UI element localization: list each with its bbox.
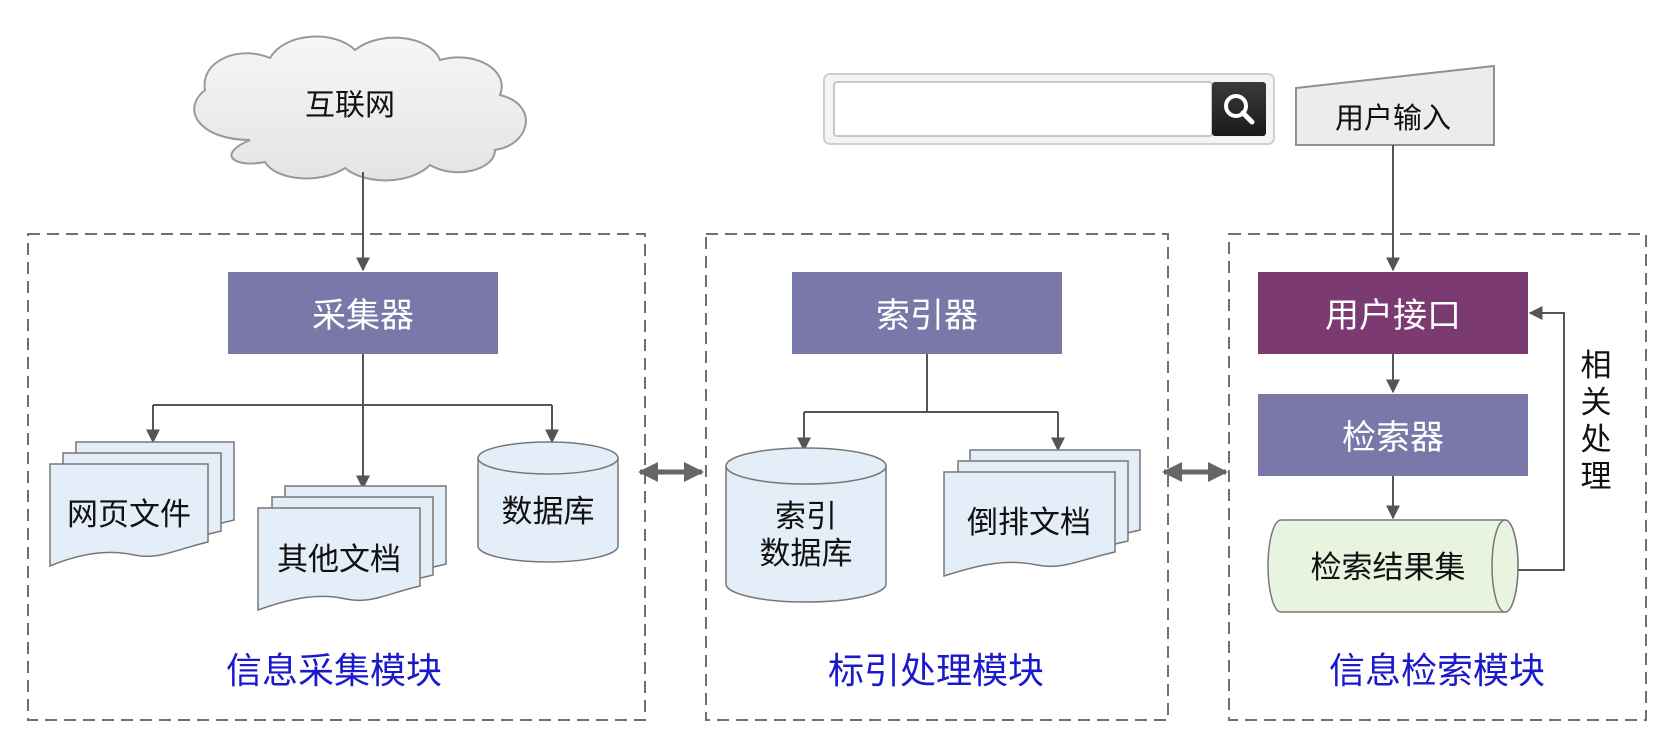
feedback-label-char: 相 <box>1581 348 1612 384</box>
collector-branch-lines <box>146 354 559 490</box>
feedback-label-char: 理 <box>1581 459 1612 495</box>
user-input-label: 用户输入 <box>1335 101 1451 135</box>
user-interface-label: 用户接口 <box>1325 296 1461 336</box>
index-database-label-line2: 数据库 <box>760 536 853 572</box>
search-button[interactable] <box>1212 82 1266 136</box>
indexer-branch-lines <box>797 354 1065 452</box>
retriever-label: 检索器 <box>1342 418 1444 458</box>
collector-label: 采集器 <box>312 296 414 336</box>
retriever-box: 检索器 <box>1258 394 1528 476</box>
other-docs-document: 其他文档 <box>257 485 447 612</box>
user-input-shape: 用户输入 <box>1295 64 1495 146</box>
inverted-docs-label: 倒排文档 <box>967 505 1091 541</box>
retrieval-module-title: 信息检索模块 <box>1329 651 1545 692</box>
user-interface-box: 用户接口 <box>1258 272 1528 354</box>
feedback-loop-arrow <box>1518 306 1565 571</box>
collection-module-title: 信息采集模块 <box>226 651 442 692</box>
feedback-label-char: 关 <box>1581 385 1612 421</box>
search-input[interactable] <box>833 81 1213 137</box>
database-cylinder: 数据库 <box>477 441 619 563</box>
internet-cloud: 互联网 <box>193 35 527 182</box>
feedback-label-char: 处 <box>1581 422 1612 458</box>
indexing-module-title: 标引处理模块 <box>828 651 1044 692</box>
other-docs-label: 其他文档 <box>277 542 401 578</box>
search-box[interactable] <box>823 73 1275 145</box>
inverted-docs-document: 倒排文档 <box>943 449 1141 578</box>
index-database-cylinder: 索引 数据库 <box>725 447 887 603</box>
database-label: 数据库 <box>502 494 595 530</box>
feedback-label: 相 关 处 理 <box>1581 348 1612 495</box>
result-set-label: 检索结果集 <box>1311 550 1466 586</box>
collector-box: 采集器 <box>228 272 498 354</box>
search-icon <box>1224 94 1255 125</box>
index-database-label-line1: 索引 <box>775 499 837 535</box>
internet-label: 互联网 <box>305 88 395 123</box>
indexer-label: 索引器 <box>876 296 978 336</box>
result-set-cylinder: 检索结果集 <box>1267 519 1519 613</box>
web-files-label: 网页文件 <box>67 497 191 533</box>
indexer-box: 索引器 <box>792 272 1062 354</box>
retrieval-module-frame <box>1228 233 1647 721</box>
web-files-document: 网页文件 <box>49 441 235 568</box>
